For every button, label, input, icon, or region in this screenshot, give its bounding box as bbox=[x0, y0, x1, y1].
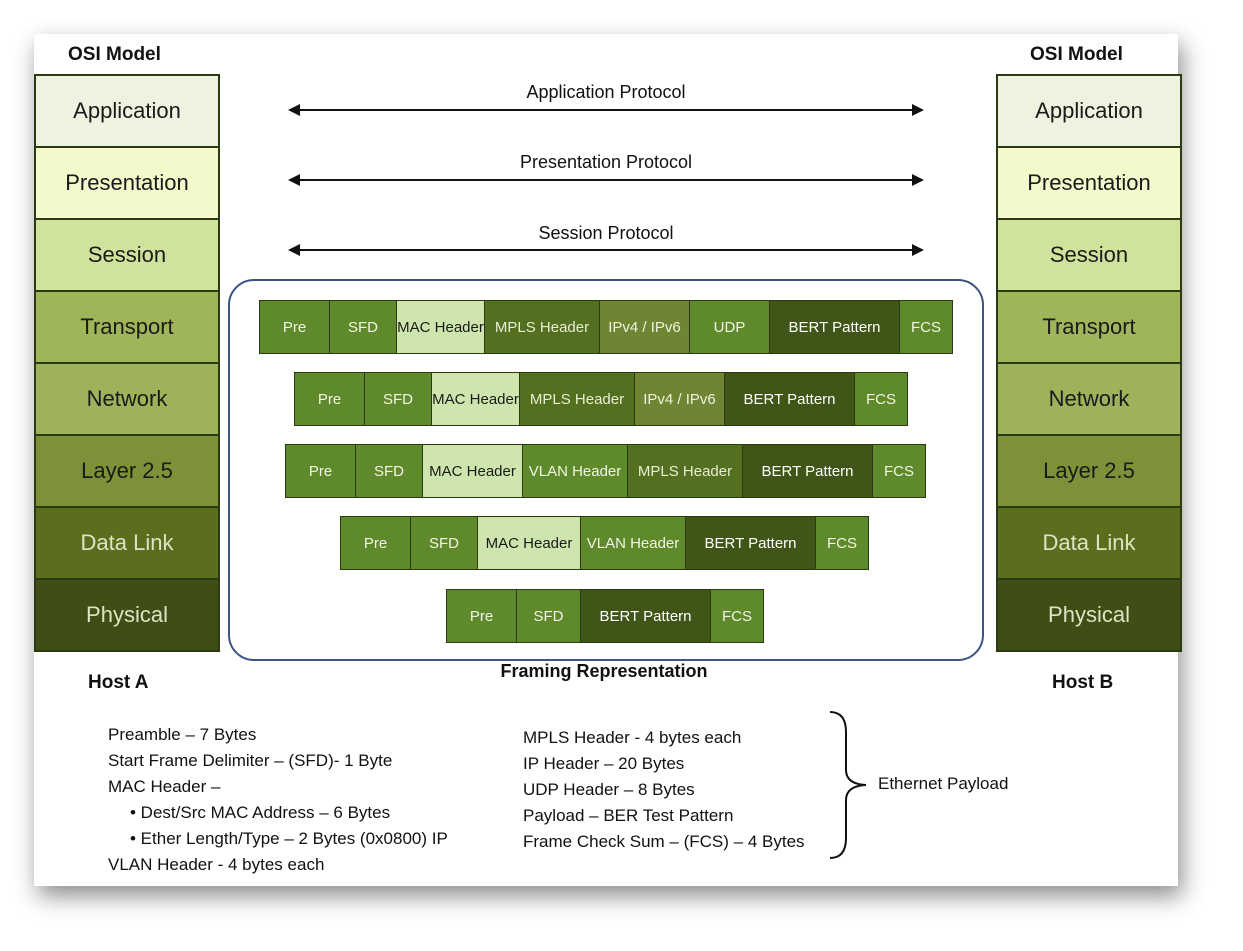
host-a-label: Host A bbox=[88, 672, 149, 693]
frame-segment-pre: Pre bbox=[295, 373, 365, 425]
frame-segment-sfd: SFD bbox=[365, 373, 432, 425]
notes-right: MPLS Header - 4 bytes each IP Header – 20… bbox=[523, 725, 805, 855]
frame-segment-sfd: SFD bbox=[411, 517, 478, 569]
frame-segment-fcs: FCS bbox=[873, 445, 925, 497]
note-line: • Dest/Src MAC Address – 6 Bytes bbox=[130, 803, 391, 822]
frame-segment-bert: BERT Pattern bbox=[581, 590, 711, 642]
frame-segment-vlan: VLAN Header bbox=[523, 445, 628, 497]
host-a-title: OSI Model bbox=[68, 44, 161, 65]
frame-segment-mac: MAC Header bbox=[397, 301, 485, 353]
frame-segment-fcs: FCS bbox=[855, 373, 907, 425]
framing-title: Framing Representation bbox=[500, 661, 708, 681]
frame-segment-pre: Pre bbox=[341, 517, 411, 569]
presentation-protocol-arrow bbox=[288, 174, 924, 186]
osi-layer: Application bbox=[36, 76, 218, 148]
frame-segment-sfd: SFD bbox=[330, 301, 397, 353]
osi-layer: Presentation bbox=[998, 148, 1180, 220]
osi-layer: Transport bbox=[998, 292, 1180, 364]
note-line: MPLS Header - 4 bytes each bbox=[523, 728, 742, 747]
note-line: Start Frame Delimiter – (SFD)- 1 Byte bbox=[108, 751, 393, 770]
application-protocol-label: Application Protocol bbox=[526, 82, 686, 102]
framing-box bbox=[228, 279, 984, 661]
osi-layer: Application bbox=[998, 76, 1180, 148]
osi-layer: Data Link bbox=[36, 508, 218, 580]
frame-segment-bert: BERT Pattern bbox=[743, 445, 873, 497]
frame-segment-mac: MAC Header bbox=[432, 373, 520, 425]
frame-segment-sfd: SFD bbox=[517, 590, 581, 642]
note-line: Preamble – 7 Bytes bbox=[108, 725, 257, 744]
note-line: Frame Check Sum – (FCS) – 4 Bytes bbox=[523, 832, 805, 851]
frame-segment-pre: Pre bbox=[260, 301, 330, 353]
frame-segment-fcs: FCS bbox=[900, 301, 952, 353]
frame-segment-pre: Pre bbox=[286, 445, 356, 497]
osi-layer: Presentation bbox=[36, 148, 218, 220]
ethernet-payload-brace bbox=[829, 711, 867, 859]
osi-layer: Network bbox=[998, 364, 1180, 436]
application-protocol-arrow bbox=[288, 104, 924, 116]
frame-segment-fcs: FCS bbox=[711, 590, 763, 642]
osi-layer: Session bbox=[998, 220, 1180, 292]
note-line: Payload – BER Test Pattern bbox=[523, 806, 734, 825]
osi-layer: Layer 2.5 bbox=[998, 436, 1180, 508]
frame-segment-ipv: IPv4 / IPv6 bbox=[600, 301, 690, 353]
frame-segment-pre: Pre bbox=[447, 590, 517, 642]
frame-segment-bert: BERT Pattern bbox=[770, 301, 900, 353]
session-protocol-arrow bbox=[288, 244, 924, 256]
osi-layer: Network bbox=[36, 364, 218, 436]
note-line: UDP Header – 8 Bytes bbox=[523, 780, 695, 799]
note-line: VLAN Header - 4 bytes each bbox=[108, 855, 325, 874]
note-line: • Ether Length/Type – 2 Bytes (0x0800) I… bbox=[130, 829, 448, 848]
frame-segment-udp: UDP bbox=[690, 301, 770, 353]
osi-layer: Physical bbox=[36, 580, 218, 650]
frame-segment-fcs: FCS bbox=[816, 517, 868, 569]
osi-layer: Transport bbox=[36, 292, 218, 364]
frame-segment-sfd: SFD bbox=[356, 445, 423, 497]
presentation-protocol-label: Presentation Protocol bbox=[519, 152, 693, 172]
host-b-title: OSI Model bbox=[1030, 44, 1123, 65]
frame-segment-vlan: VLAN Header bbox=[581, 517, 686, 569]
ethernet-payload-label: Ethernet Payload bbox=[878, 774, 1009, 793]
frame-segment-mpls: MPLS Header bbox=[628, 445, 743, 497]
host-b-label: Host B bbox=[1052, 672, 1114, 693]
osi-layer: Layer 2.5 bbox=[36, 436, 218, 508]
frame-segment-bert: BERT Pattern bbox=[686, 517, 816, 569]
frame-segment-mpls: MPLS Header bbox=[520, 373, 635, 425]
osi-layer: Data Link bbox=[998, 508, 1180, 580]
note-line: IP Header – 20 Bytes bbox=[523, 754, 685, 773]
osi-layer: Session bbox=[36, 220, 218, 292]
frame-segment-bert: BERT Pattern bbox=[725, 373, 855, 425]
frame-segment-ipv: IPv4 / IPv6 bbox=[635, 373, 725, 425]
frame-segment-mpls: MPLS Header bbox=[485, 301, 600, 353]
session-protocol-label: Session Protocol bbox=[538, 223, 674, 243]
frame-segment-mac: MAC Header bbox=[478, 517, 581, 569]
frame-segment-mac: MAC Header bbox=[423, 445, 523, 497]
note-line: MAC Header – bbox=[108, 777, 221, 796]
osi-layer: Physical bbox=[998, 580, 1180, 650]
